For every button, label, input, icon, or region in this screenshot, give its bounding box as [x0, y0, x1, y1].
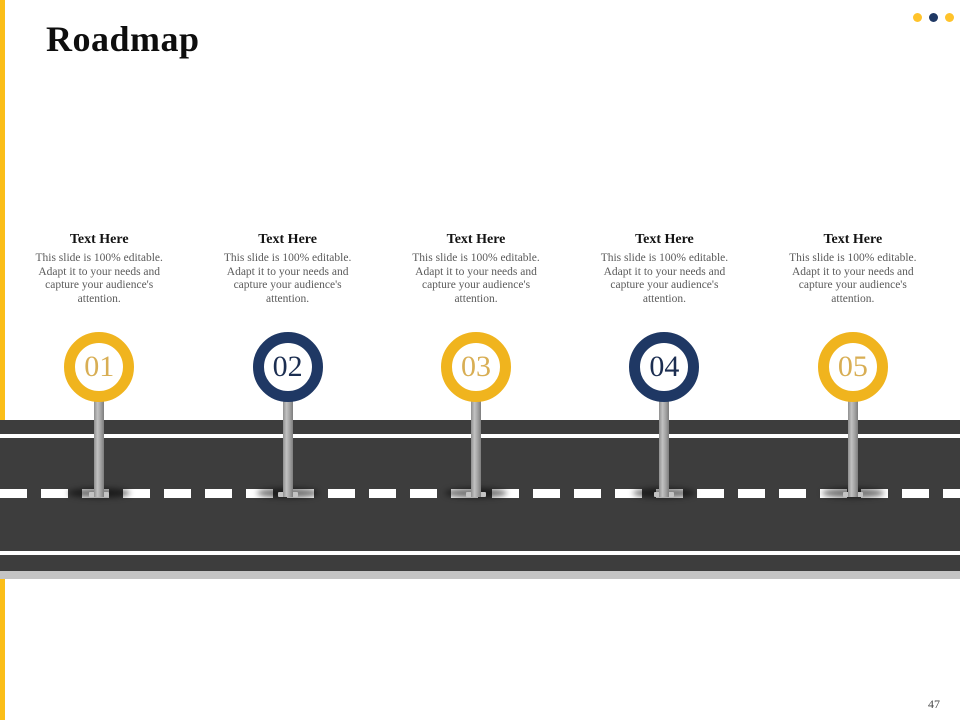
milestone-heading: Text Here — [69, 232, 129, 247]
page-title: Roadmap — [46, 19, 200, 59]
road-curb-strip — [0, 571, 960, 579]
dot-icon — [913, 13, 922, 22]
sign-pole — [659, 400, 670, 497]
milestone-body: This slide is 100% editable. Adapt it to… — [789, 252, 917, 305]
milestone-heading: Text Here — [635, 232, 694, 247]
dot-icon — [945, 13, 954, 22]
milestone-2: Text Here This slide is 100% editable. A… — [193, 0, 381, 720]
milestone-body: This slide is 100% editable. Adapt it to… — [600, 252, 729, 305]
milestone-text-block: Text Here This slide is 100% editable. A… — [591, 232, 737, 306]
milestone-body: This slide is 100% editable. Adapt it to… — [35, 252, 163, 305]
left-accent-bar — [0, 0, 5, 720]
milestone-number-sign: 03 — [441, 332, 512, 402]
milestone-1: Text Here This slide is 100% editable. A… — [5, 0, 193, 720]
milestone-text-block: Text Here This slide is 100% editable. A… — [26, 232, 172, 306]
milestone-number-sign: 04 — [629, 332, 700, 402]
milestone-number-sign: 01 — [64, 332, 135, 402]
milestone-number-sign: 02 — [252, 332, 323, 402]
sign-pole — [847, 400, 858, 497]
milestone-text-block: Text Here This slide is 100% editable. A… — [780, 232, 926, 306]
milestone-body: This slide is 100% editable. Adapt it to… — [412, 252, 540, 305]
dot-icon — [929, 13, 938, 22]
milestone-heading: Text Here — [823, 232, 883, 247]
milestone-heading: Text Here — [446, 232, 506, 247]
decor-dots — [913, 13, 954, 22]
sign-pole — [94, 400, 105, 497]
milestone-3: Text Here This slide is 100% editable. A… — [382, 0, 570, 720]
milestone-4: Text Here This slide is 100% editable. A… — [570, 0, 758, 720]
milestone-5: Text Here This slide is 100% editable. A… — [759, 0, 947, 720]
milestone-text-block: Text Here This slide is 100% editable. A… — [403, 232, 549, 306]
milestone-body: This slide is 100% editable. Adapt it to… — [223, 252, 352, 305]
milestone-text-block: Text Here This slide is 100% editable. A… — [215, 232, 361, 306]
milestone-columns: Text Here This slide is 100% editable. A… — [5, 0, 947, 720]
sign-pole — [471, 400, 482, 497]
milestone-heading: Text Here — [258, 232, 317, 247]
road-bottom-line — [0, 551, 960, 555]
page-number: 47 — [928, 697, 940, 711]
sign-pole — [282, 400, 293, 497]
milestone-number-sign: 05 — [817, 332, 888, 402]
